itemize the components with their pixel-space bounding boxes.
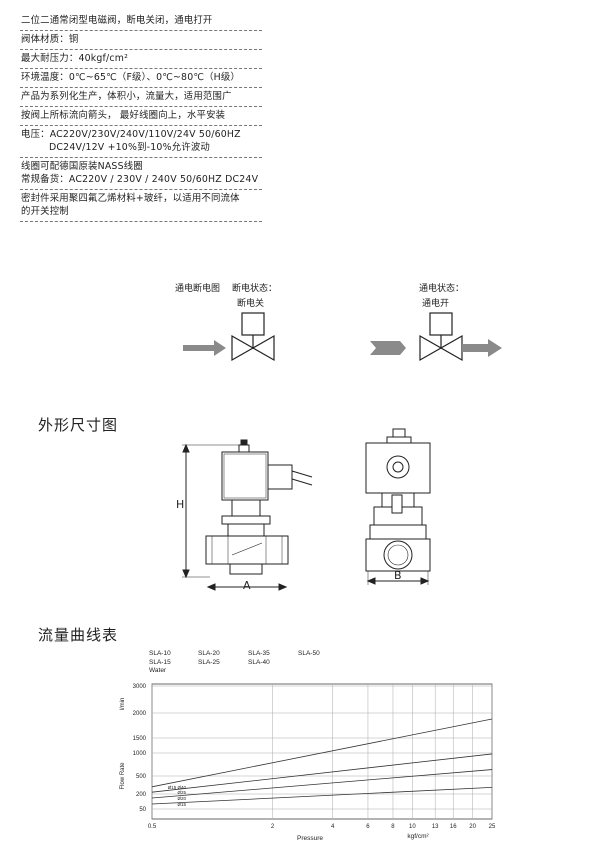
- y-tick-label: 1000: [133, 751, 147, 757]
- closed-valve-symbol: [183, 312, 275, 362]
- legend-model: Water: [149, 667, 167, 674]
- spec-row: 产品为系列化生产，体积小，流量大，适用范围广: [20, 88, 262, 107]
- side-view: [182, 439, 313, 591]
- series-line: [151, 769, 493, 799]
- spec-row: 密封件采用聚四氟乙烯材料+玻纤，以适用不同流体的开关控制: [20, 190, 262, 222]
- x-tick-label: 16: [450, 824, 457, 830]
- off-caption: 断电关: [237, 299, 265, 309]
- x-tick-label: 8: [391, 824, 395, 830]
- x-tick-label: 13: [432, 824, 439, 830]
- spec-row: 按阀上所标流向箭头， 最好线圈向上，水平安装: [20, 107, 262, 126]
- spec-line: 线圈可配德国原装NASS线圈: [21, 161, 143, 172]
- legend-model: SLA-15: [149, 658, 171, 666]
- series-line: [151, 787, 493, 805]
- y-tick-label: 50: [139, 807, 146, 813]
- spec-line: 阀体材质：铜: [21, 34, 79, 45]
- symbol-caption: 通电断电图: [175, 284, 221, 294]
- spec-line: 环境温度：0℃~65℃（F级）、0℃~80℃（H级）: [21, 72, 241, 83]
- spec-line: 按阀上所标流向箭头， 最好线圈向上，水平安装: [21, 110, 226, 121]
- flow-rate-chart: 0.5 2 4 6 8 10 13 16 20 25 3000 2000 1500 1000 500 200 5…: [120, 683, 496, 842]
- flow-through-arrow-icon: [370, 341, 406, 355]
- valve-symbol-diagram: [183, 312, 502, 362]
- spec-line: 常规备货：AC220V / 230V / 240V 50/60HZ DC24V: [21, 174, 259, 185]
- y-tick-label: 3000: [133, 684, 147, 690]
- flow-title: 流量曲线表: [38, 626, 119, 644]
- dimension-drawing: [182, 428, 431, 591]
- series-line: [151, 753, 493, 793]
- spec-line: 二位二通常闭型电磁阀，断电关闭，通电打开: [21, 15, 213, 26]
- front-view: [365, 428, 431, 585]
- x-tick-label: 2: [271, 824, 275, 830]
- flow-arrow-out-icon: [462, 339, 502, 357]
- y-tick-label: 200: [136, 792, 147, 798]
- on-caption: 通电开: [422, 299, 450, 309]
- on-state-caption: 通电状态：: [419, 284, 465, 294]
- spec-row: 电压：AC220V/230V/240V/110V/24V 50/60HZ DC24…: [20, 126, 262, 158]
- spec-row: 阀体材质：铜: [20, 31, 262, 50]
- x-tick-label: 6: [366, 824, 370, 830]
- legend-model: SLA-25: [198, 658, 220, 666]
- open-valve-symbol: [370, 312, 502, 362]
- spec-line: 的开关控制: [21, 206, 69, 217]
- legend-model: SLA-35: [248, 650, 270, 657]
- x-tick-label: 4: [331, 824, 335, 830]
- x-tick-label: 0.5: [148, 824, 157, 830]
- spec-row: 环境温度：0℃~65℃（F级）、0℃~80℃（H级）: [20, 69, 262, 88]
- y-axis-label: Flow Rate: [120, 762, 126, 790]
- spec-list: 二位二通常闭型电磁阀，断电关闭，通电打开阀体材质：铜最大耐压力：40kgf/cm…: [20, 12, 262, 222]
- y-tick-label: 500: [136, 774, 147, 780]
- series-label: Ø20: [177, 796, 186, 801]
- legend-model: SLA-50: [298, 650, 320, 657]
- spec-row: 线圈可配德国原装NASS线圈常规备货：AC220V / 230V / 240V …: [20, 158, 262, 190]
- y-axis-unit: l/min: [120, 698, 126, 711]
- dim-a-label: A: [243, 579, 251, 592]
- x-tick-label: 20: [469, 824, 476, 830]
- x-tick-label: 25: [489, 824, 496, 830]
- flow-arrow-in-icon: [183, 340, 226, 356]
- legend-model: SLA-20: [198, 650, 220, 657]
- series-label: Ø25: [177, 790, 186, 795]
- off-state-caption: 断电状态：: [232, 284, 278, 294]
- spec-line: 电压：AC220V/230V/240V/110V/24V 50/60HZ: [21, 129, 241, 140]
- y-tick-label: 1500: [133, 736, 147, 742]
- x-tick-label: 10: [409, 824, 416, 830]
- series-label: Ø15: [177, 802, 186, 807]
- series-label: Ø15 Ø40: [168, 785, 187, 790]
- x-axis-unit: kgf/cm²: [407, 833, 429, 840]
- y-tick-label: 2000: [133, 711, 147, 717]
- spec-line: 最大耐压力：40kgf/cm²: [21, 53, 129, 64]
- dim-h-label: H: [176, 498, 185, 511]
- spec-line: 产品为系列化生产，体积小，流量大，适用范围广: [21, 91, 232, 102]
- dim-b-label: B: [394, 569, 402, 582]
- series-line: [151, 718, 493, 788]
- spec-line: DC24V/12V +10%到-10%允许波动: [49, 142, 210, 153]
- x-axis-label: Pressure: [297, 835, 323, 842]
- legend-model: SLA-10: [149, 650, 171, 657]
- spec-row: 最大耐压力：40kgf/cm²: [20, 50, 262, 69]
- spec-row: 二位二通常闭型电磁阀，断电关闭，通电打开: [20, 12, 262, 31]
- dimension-title: 外形尺寸图: [38, 416, 119, 434]
- spec-line: 密封件采用聚四氟乙烯材料+玻纤，以适用不同流体: [21, 193, 240, 204]
- legend-model: SLA-40: [248, 658, 270, 666]
- plot-frame: [151, 683, 493, 820]
